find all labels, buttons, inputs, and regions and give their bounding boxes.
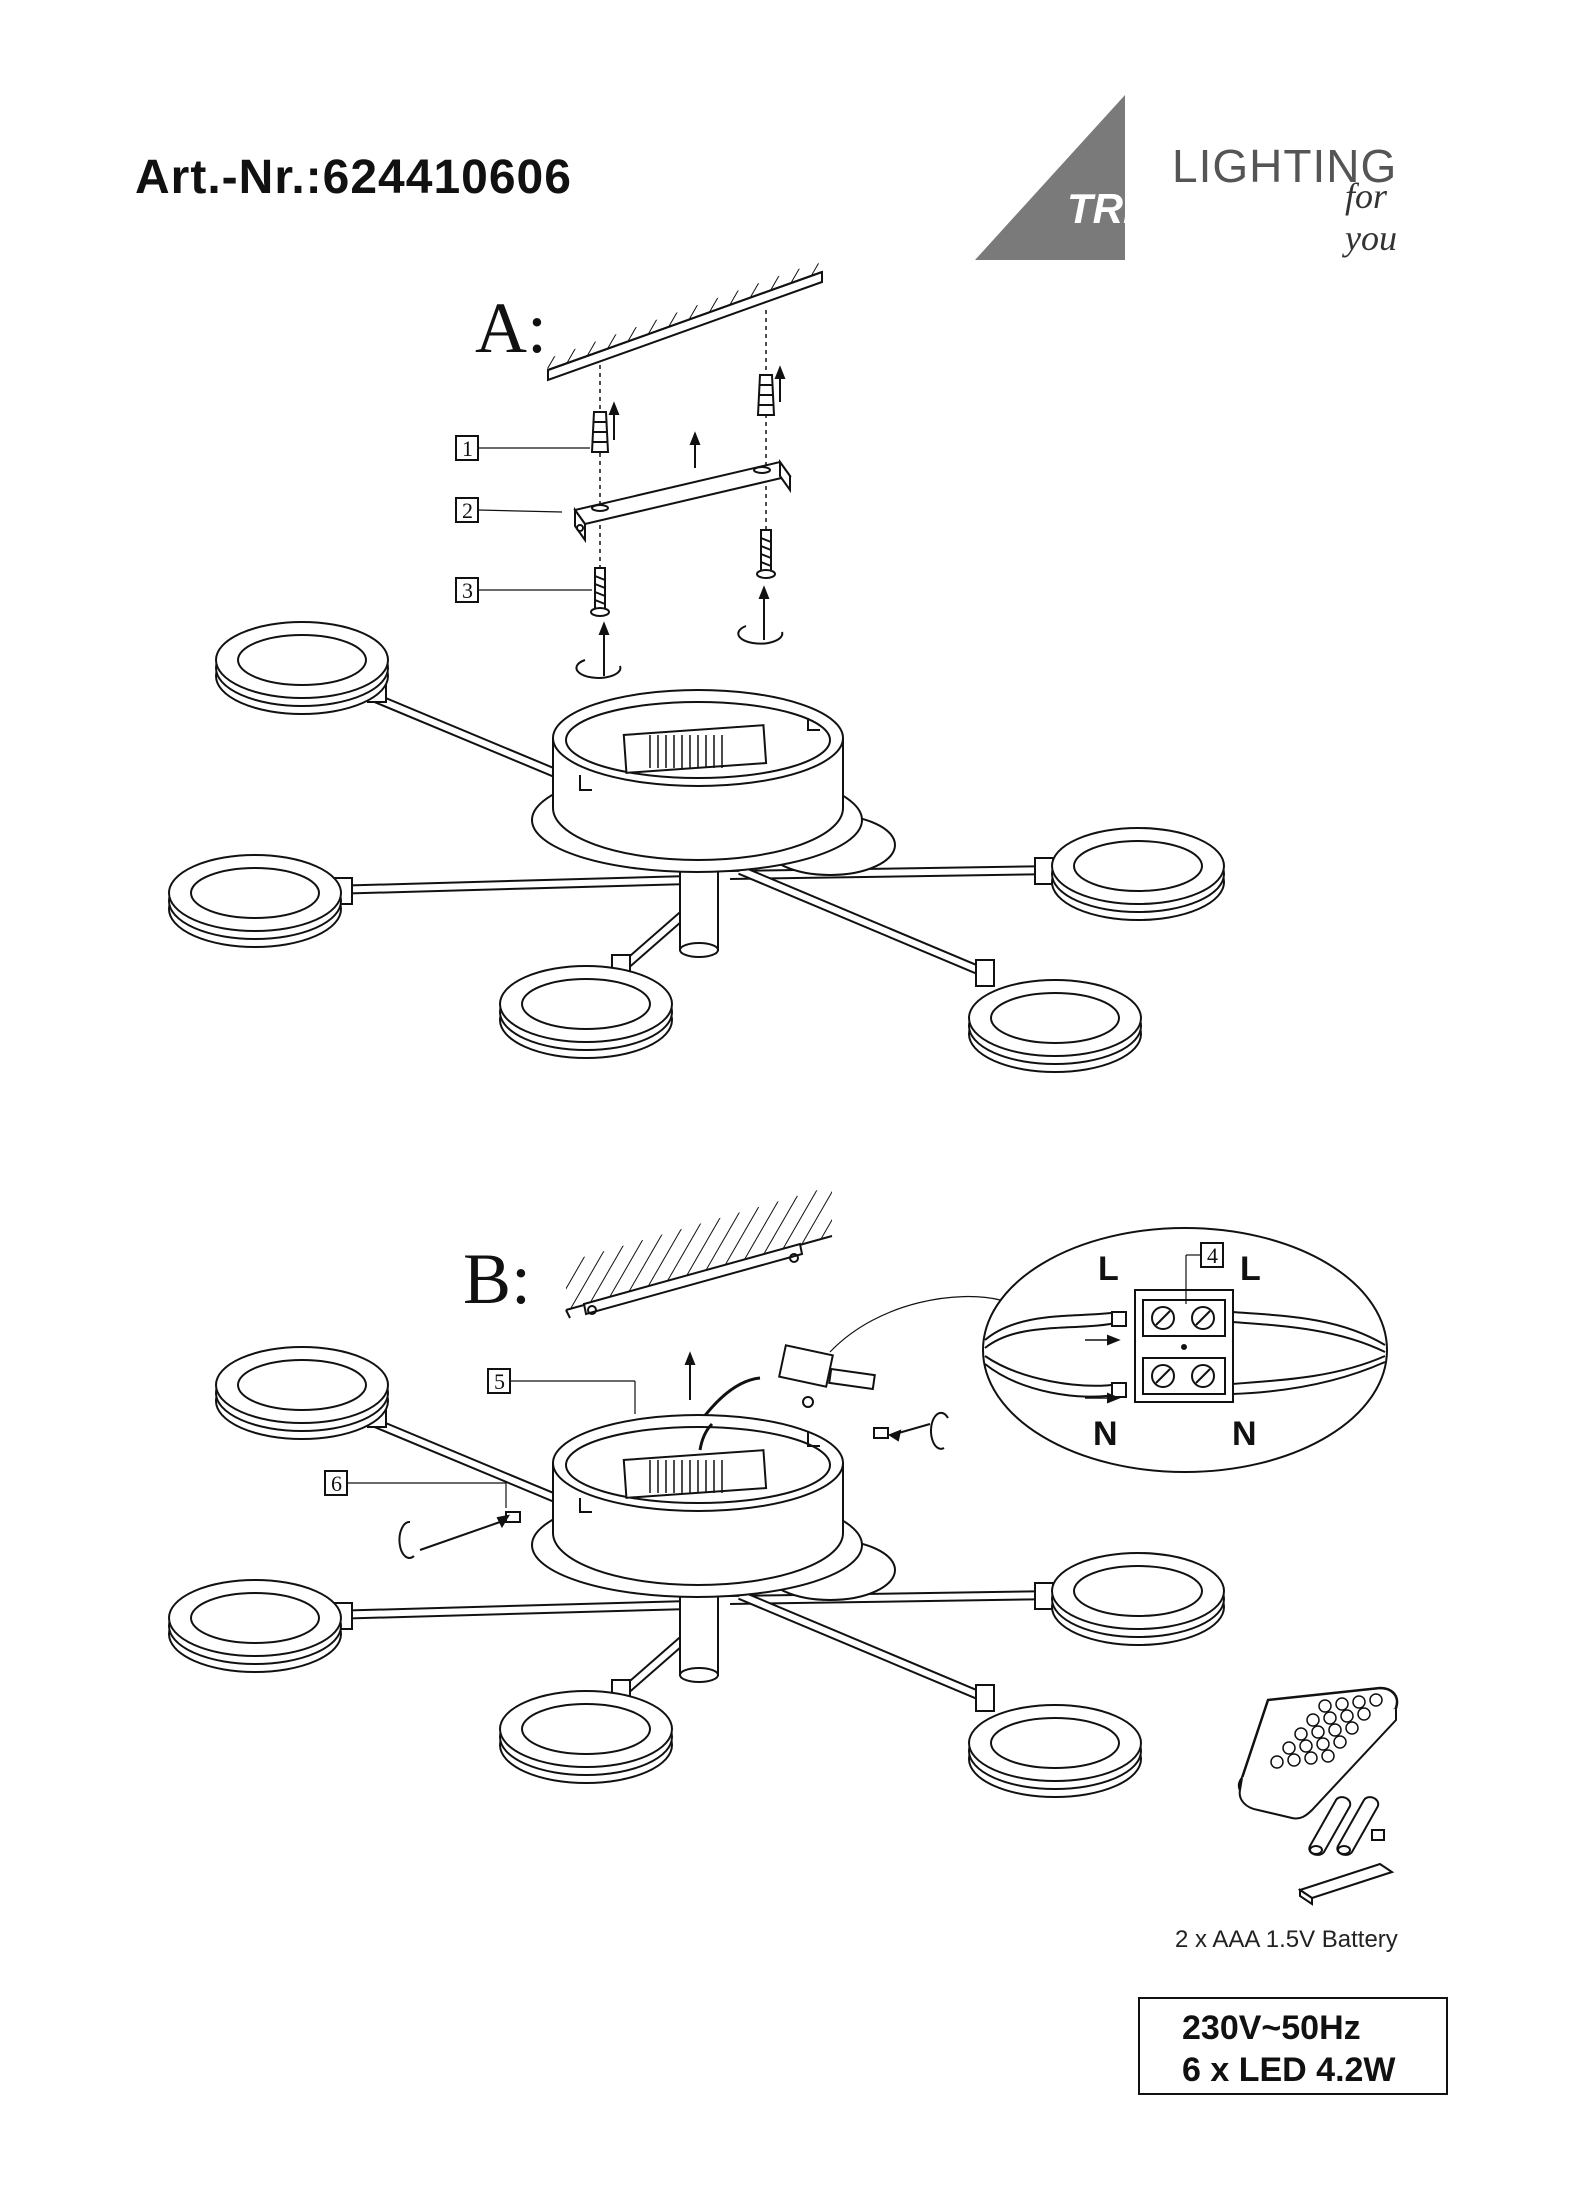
step-a-label: A: — [475, 288, 547, 368]
part-3-label: 3 — [462, 578, 473, 603]
screw-icon — [757, 530, 775, 578]
battery-icon — [1300, 1797, 1392, 1904]
part-4-label: 4 — [1207, 1243, 1218, 1268]
part-1-label: 1 — [462, 436, 473, 461]
voltage-spec: 230V~50Hz — [1182, 2007, 1446, 2049]
wall-plug-icon — [758, 375, 774, 415]
live-left-label: L — [1098, 1250, 1119, 1288]
section-b: B: 5 6 — [169, 1186, 1387, 1797]
wiring-detail: 4 L L N N — [983, 1228, 1387, 1472]
lamp-body-a — [169, 622, 1224, 1072]
part-6-label: 6 — [331, 1471, 342, 1496]
part-2-label: 2 — [462, 498, 473, 523]
step-b-label: B: — [463, 1239, 531, 1319]
spec-box: 230V~50Hz 6 x LED 4.2W — [1138, 1997, 1448, 2095]
led-spec: 6 x LED 4.2W — [1182, 2049, 1446, 2091]
wall-plug-icon — [592, 412, 608, 452]
battery-note: 2 x AAA 1.5V Battery — [1175, 1926, 1398, 1954]
neutral-left-label: N — [1093, 1415, 1118, 1453]
part-5-label: 5 — [494, 1369, 505, 1394]
live-right-label: L — [1240, 1250, 1261, 1288]
neutral-right-label: N — [1232, 1415, 1257, 1453]
screw-icon — [591, 568, 609, 616]
section-a: A: 1 2 3 — [169, 262, 1224, 1072]
